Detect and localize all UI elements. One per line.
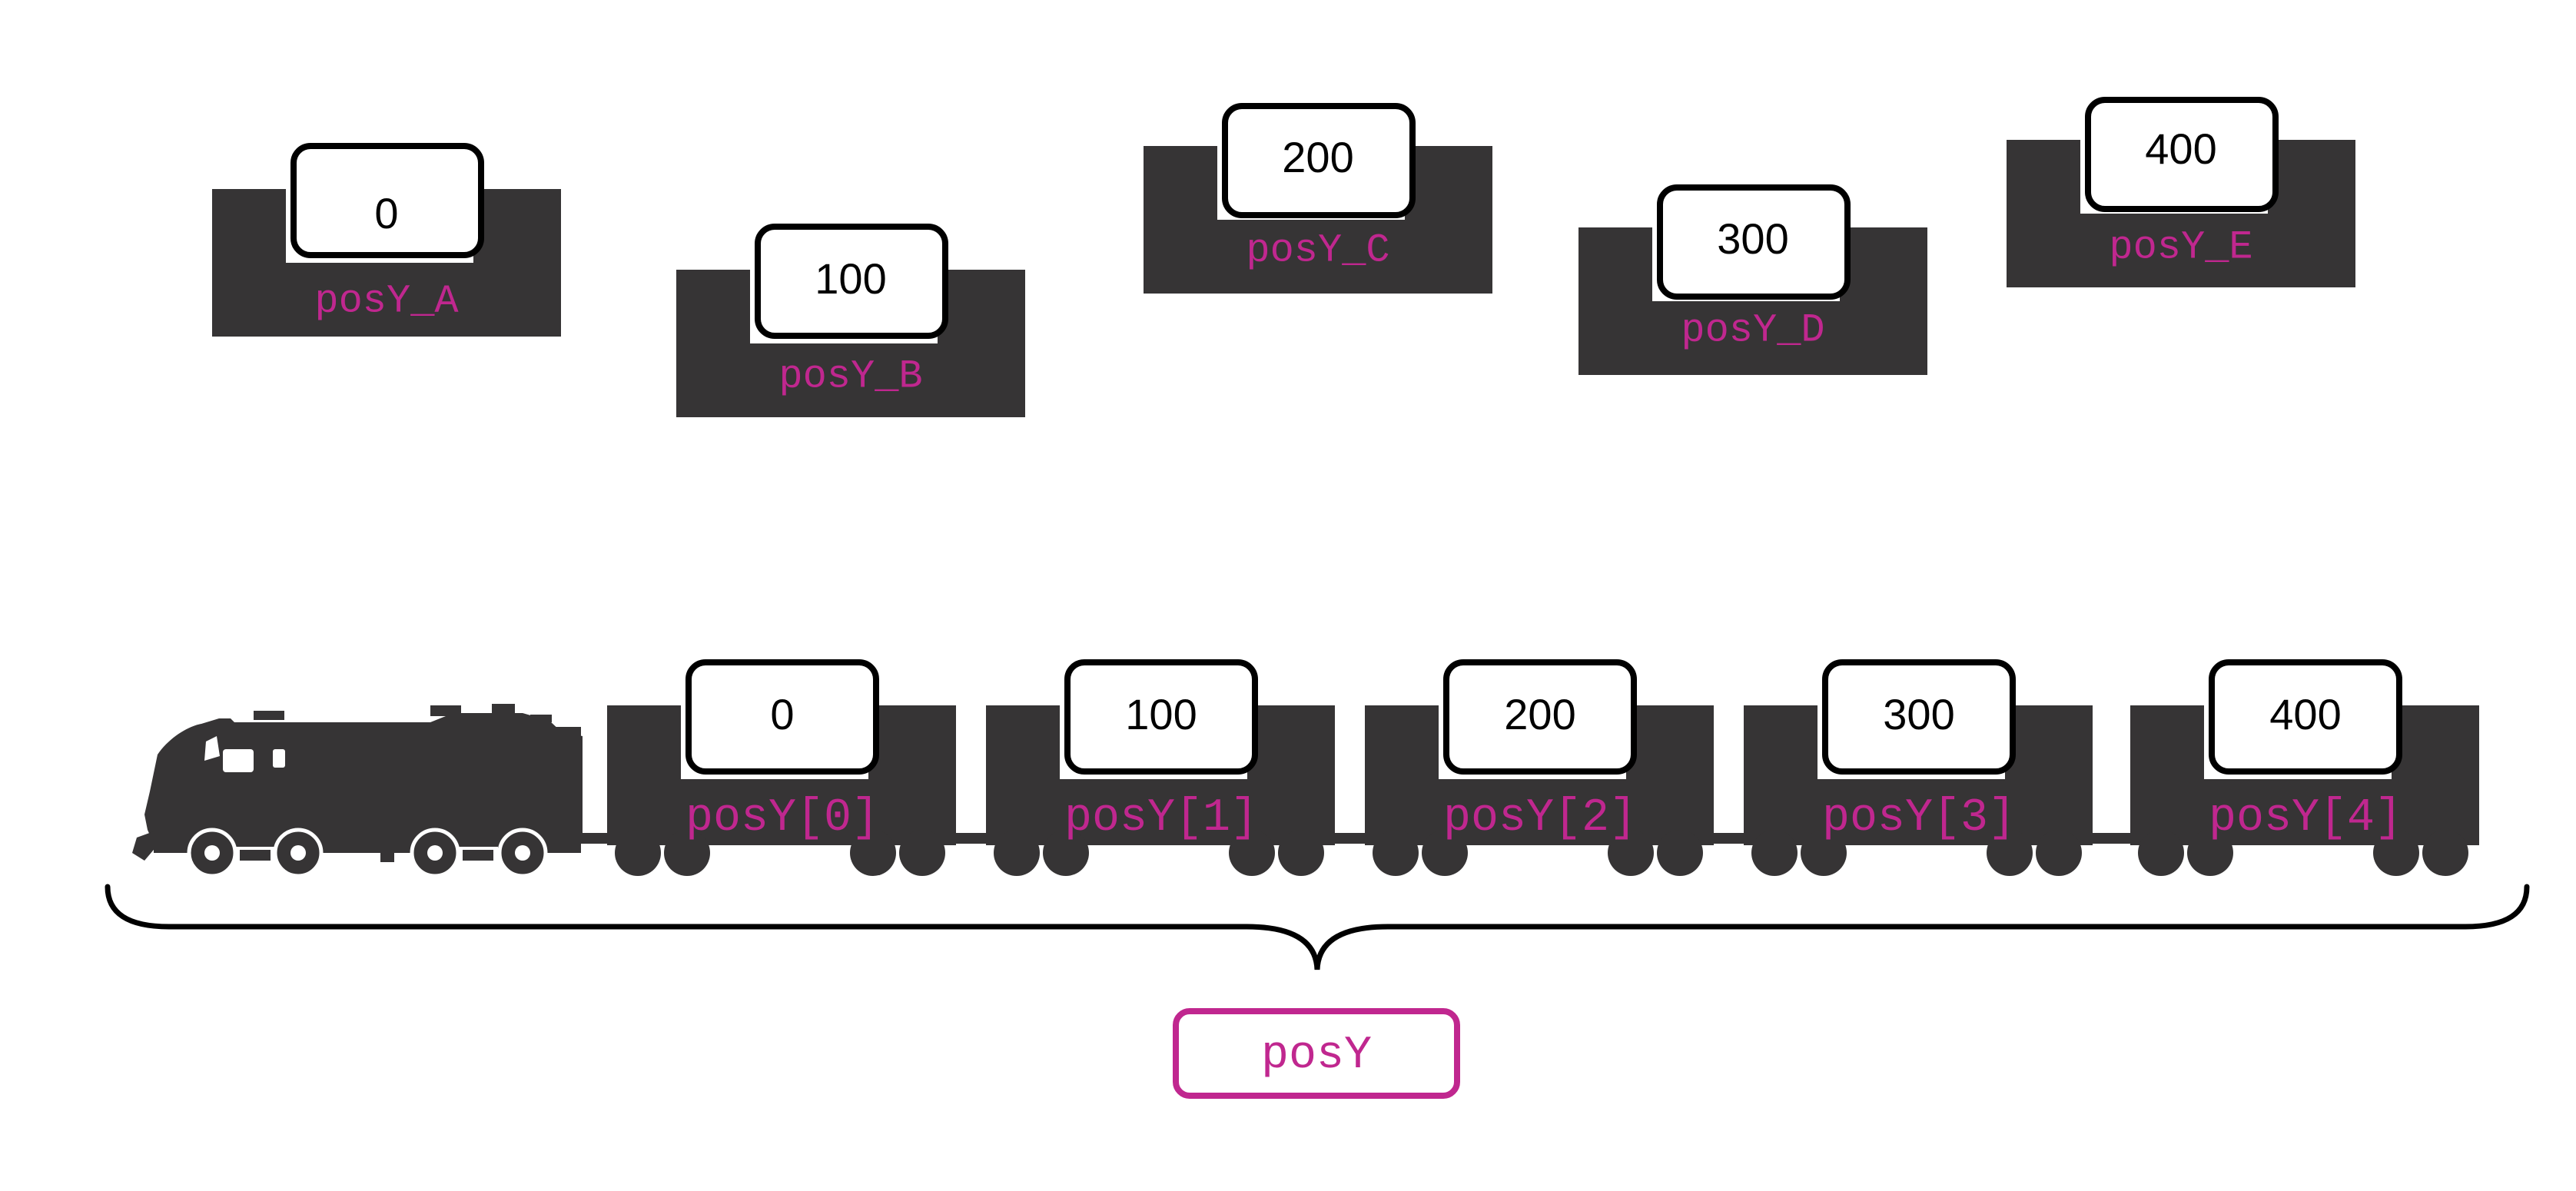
car-value: 200 bbox=[1504, 690, 1575, 738]
variable-name: posY_D bbox=[1681, 308, 1824, 353]
value-box bbox=[1657, 184, 1851, 300]
car-wheel bbox=[1801, 830, 1847, 876]
train-car-1: 100 posY[1] bbox=[986, 659, 1335, 876]
variable-value: 0 bbox=[374, 189, 398, 237]
car-wheel bbox=[850, 830, 896, 876]
locomotive-windows bbox=[204, 736, 285, 772]
car-wheel bbox=[1043, 830, 1089, 876]
value-box bbox=[1443, 659, 1637, 775]
car-wheel bbox=[2422, 830, 2468, 876]
variable-posY_C: 200 posY_C bbox=[1144, 103, 1492, 294]
value-box bbox=[290, 143, 484, 258]
car-wheel bbox=[1751, 830, 1798, 876]
variable-value: 400 bbox=[2145, 124, 2216, 173]
train-car-2: 200 posY[2] bbox=[1365, 659, 1714, 876]
car-value: 100 bbox=[1125, 690, 1197, 738]
car-wheel bbox=[1278, 830, 1324, 876]
value-box bbox=[755, 224, 948, 339]
car-label: posY[2] bbox=[1443, 792, 1637, 844]
value-box bbox=[2209, 659, 2402, 775]
car-label: posY[4] bbox=[2209, 792, 2402, 844]
variable-value: 100 bbox=[815, 254, 886, 303]
car-wheel bbox=[615, 830, 661, 876]
train-car-0: 0 posY[0] bbox=[607, 659, 956, 876]
variable-posY_D: 300 posY_D bbox=[1578, 184, 1927, 375]
variable-posY_E: 400 posY_E bbox=[2007, 97, 2355, 287]
variable-posY_B: 100 posY_B bbox=[676, 224, 1025, 417]
car-wheel bbox=[1229, 830, 1275, 876]
variable-name: posY_A bbox=[314, 279, 459, 324]
variable-value: 300 bbox=[1717, 214, 1788, 263]
car-wheel bbox=[2373, 830, 2419, 876]
array-name: posY bbox=[1261, 1030, 1372, 1082]
value-box bbox=[1064, 659, 1258, 775]
value-box bbox=[1222, 103, 1416, 218]
train-car-3: 300 posY[3] bbox=[1744, 659, 2093, 876]
car-label: posY[3] bbox=[1822, 792, 2016, 844]
car-value: 0 bbox=[770, 690, 794, 738]
variable-value: 200 bbox=[1282, 133, 1353, 181]
value-box bbox=[1822, 659, 2016, 775]
car-wheel bbox=[994, 830, 1040, 876]
car-label: posY[1] bbox=[1064, 792, 1258, 844]
car-wheel bbox=[1987, 830, 2033, 876]
value-box bbox=[2085, 97, 2279, 212]
car-wheel bbox=[899, 830, 945, 876]
array-brace bbox=[105, 884, 2530, 970]
car-wheel bbox=[2138, 830, 2184, 876]
car-wheel bbox=[1657, 830, 1703, 876]
car-wheel bbox=[2187, 830, 2233, 876]
car-label: posY[0] bbox=[685, 792, 879, 844]
train-car-4: 400 posY[4] bbox=[2130, 659, 2479, 876]
value-box bbox=[685, 659, 879, 775]
variable-name: posY_B bbox=[778, 354, 922, 400]
car-value: 300 bbox=[1883, 690, 1954, 738]
car-wheel bbox=[1373, 830, 1419, 876]
car-value: 400 bbox=[2269, 690, 2341, 738]
variable-name: posY_C bbox=[1246, 228, 1389, 274]
car-wheel bbox=[664, 830, 710, 876]
locomotive-wheels bbox=[187, 828, 548, 878]
car-wheel bbox=[2036, 830, 2082, 876]
array-name-box: posY bbox=[1173, 1008, 1460, 1099]
variable-name: posY_E bbox=[2109, 225, 2252, 270]
variable-posY_A: 0 posY_A bbox=[212, 143, 561, 337]
car-wheel bbox=[1422, 830, 1468, 876]
car-wheel bbox=[1608, 830, 1654, 876]
